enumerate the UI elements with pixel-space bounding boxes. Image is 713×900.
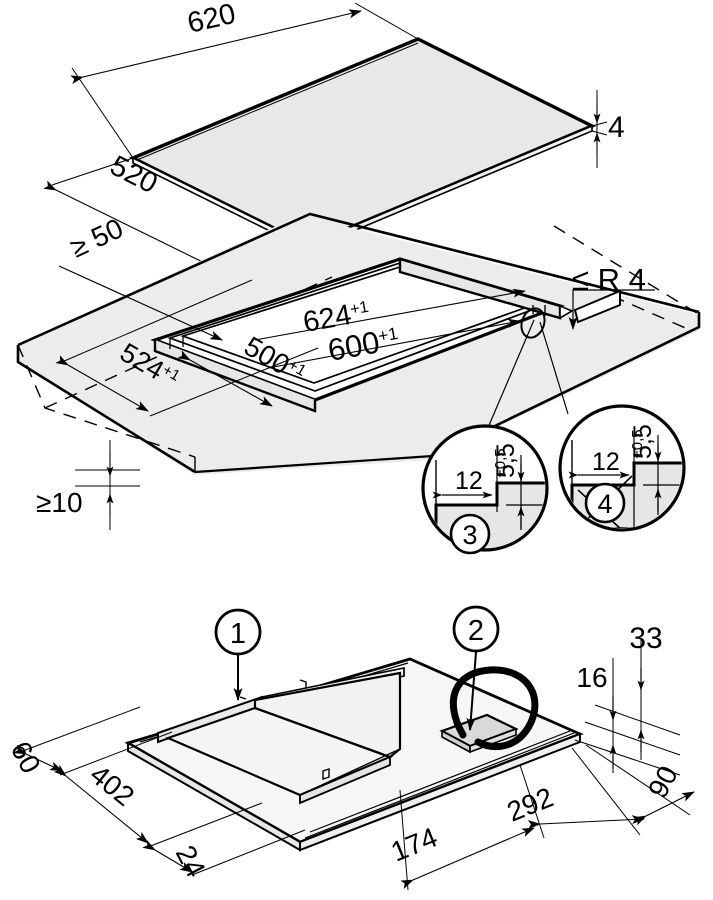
dim-402-label: 402 <box>84 759 140 812</box>
dim-292-label: 292 <box>503 781 558 827</box>
detail-4-dim-55: 5,5 <box>629 424 657 459</box>
dim-vertical-right: 16 33 <box>574 622 681 776</box>
detail-circle-3: 12 5,5 +0,5 3 <box>421 424 549 555</box>
dim-r4: ≤ R 4 <box>568 262 655 330</box>
detail-4-dim-55-tol: +0,5 <box>629 429 646 459</box>
detail-4-label: 4 <box>597 489 612 519</box>
callout-2[interactable]: 2 <box>452 605 500 731</box>
appliance-chassis <box>157 667 481 805</box>
dim-60-label: 60 <box>5 736 47 778</box>
dim-16-label: 16 <box>576 662 607 693</box>
dim-4-thickness: 4 <box>591 90 625 168</box>
callout-1[interactable]: 1 <box>214 608 262 701</box>
dim-min10: ≥10 <box>36 440 140 530</box>
dim-min10-label: ≥10 <box>36 487 83 518</box>
detail-3-label: 3 <box>462 520 477 550</box>
dim-620-label: 620 <box>184 0 238 40</box>
dim-24-label: 24 <box>170 840 212 882</box>
detail-3-dim-55-tol: +0,5 <box>492 448 509 478</box>
dim-r4-label: ≤ R 4 <box>572 262 646 297</box>
dim-33-label: 33 <box>629 622 662 655</box>
dim-4-label: 4 <box>608 111 625 144</box>
callout-1-label: 1 <box>230 618 246 650</box>
dim-174-label: 174 <box>387 821 442 867</box>
detail-circle-4: 12 5,5 +0,5 4 <box>558 404 686 532</box>
callout-2-label: 2 <box>468 615 484 647</box>
detail-4-dim-12: 12 <box>592 448 620 476</box>
detail-3-dim-12: 12 <box>455 467 483 495</box>
view-middle-worktop: ≥ 50 524+1 500+1 624+1 <box>16 212 701 530</box>
plate-body <box>128 37 597 252</box>
power-cable <box>449 666 539 751</box>
dim-90-label: 90 <box>642 761 684 803</box>
detail-3-dim-55: 5,5 <box>492 443 520 478</box>
view-bottom-appliance: 1 2 60 402 24 <box>5 605 695 891</box>
